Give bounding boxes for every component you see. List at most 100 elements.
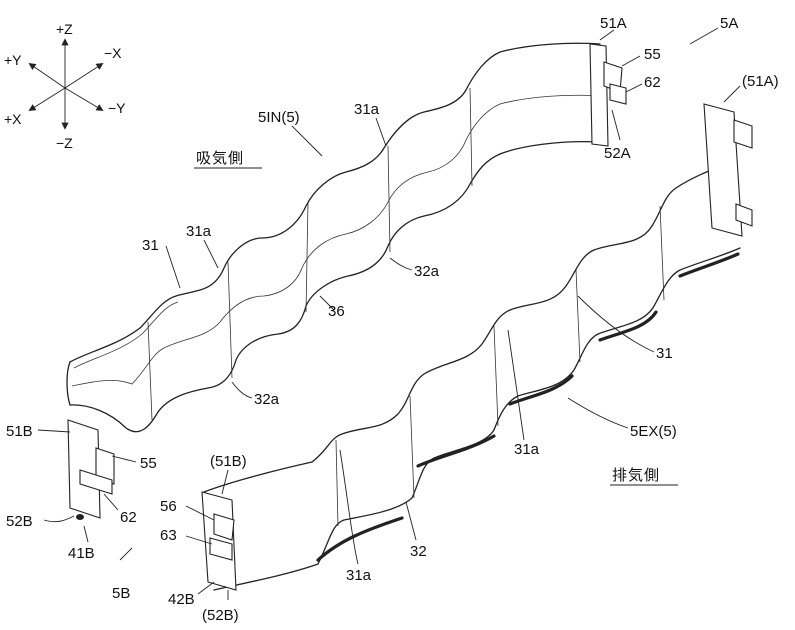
clip-rear-2 (735, 203, 753, 227)
reference-labels: 51A 55 62 52A 5A (51A) 5IN(5) 31a 31a 31… (6, 15, 779, 624)
axis-label-pz: +Z (56, 21, 73, 37)
axis-arrow-py (28, 62, 66, 89)
intake-plate-inner-top (73, 301, 179, 369)
exhaust-plate (201, 103, 753, 591)
label-52B-paren: (52B) (202, 607, 239, 624)
leader-62a (625, 83, 643, 93)
leader-5IN (291, 125, 323, 157)
axis-label-py: +Y (4, 52, 22, 68)
clip-63 (209, 537, 233, 561)
label-31a-left: 31a (186, 223, 212, 240)
leader-51Bp (221, 469, 229, 495)
clip-55-left (95, 447, 115, 485)
axis-label-mz: −Z (56, 135, 73, 151)
label-31a-right: 31a (514, 441, 540, 458)
label-63: 63 (160, 527, 177, 544)
label-32: 32 (410, 543, 427, 560)
leader-52B (43, 515, 75, 523)
leader-41B (83, 525, 89, 543)
label-62-left: 62 (120, 509, 137, 526)
leader-31a-1 (375, 117, 387, 147)
intake-left-end (66, 361, 71, 406)
axis-label-mx: −X (104, 45, 122, 61)
axis-label-px: +X (4, 111, 22, 127)
leader-31a-2 (203, 239, 219, 269)
intake-fold-line-2 (227, 261, 233, 379)
exhaust-plate-lower-rim (316, 252, 740, 562)
intake-plate-rib (71, 94, 601, 387)
intake-fold-line-4 (387, 145, 391, 253)
intake-plate-top-edge (69, 42, 601, 363)
label-52A: 52A (604, 145, 631, 162)
leader-55b (111, 455, 137, 463)
leader-42B (197, 581, 215, 595)
leader-56 (185, 505, 215, 521)
label-31-left: 31 (142, 237, 159, 254)
label-5A: 5A (720, 15, 738, 32)
label-55-right: 55 (644, 46, 661, 63)
label-31a-upper: 31a (354, 101, 380, 118)
intake-fold-line-1 (147, 321, 153, 421)
label-32a-lower: 32a (254, 391, 280, 408)
leader-51B (37, 429, 71, 433)
label-5B: 5B (112, 585, 130, 602)
label-31-right: 31 (656, 345, 673, 362)
axis-arrow-my (64, 87, 104, 111)
label-42B: 42B (168, 591, 195, 608)
end-plate-51B (67, 419, 101, 519)
label-51A: 51A (600, 15, 627, 32)
caption-intake-side: 吸気側 (196, 149, 244, 167)
leader-31-left (165, 245, 181, 289)
leader-52A (611, 109, 621, 141)
label-5EX: 5EX(5) (630, 423, 677, 440)
leader-36 (319, 295, 335, 311)
label-5IN: 5IN(5) (258, 109, 300, 126)
axis-arrow-px (28, 87, 66, 111)
end-plate-51A (589, 43, 609, 147)
axis-label-my: −Y (108, 100, 126, 116)
leader-5B (119, 547, 133, 561)
leader-31a-4 (339, 449, 359, 565)
leader-62b (103, 493, 119, 511)
exhaust-fold-line-3 (493, 325, 499, 427)
leader-5EX (567, 397, 629, 429)
intake-plate-bottom-edge (69, 153, 501, 433)
label-52B: 52B (6, 513, 33, 530)
label-31a-lower: 31a (346, 567, 372, 584)
exhaust-fold-line-2 (409, 395, 415, 499)
label-62-right: 62 (644, 74, 661, 91)
clip-62-right (609, 83, 627, 105)
label-56: 56 (160, 498, 177, 515)
clip-62-left (79, 469, 113, 495)
label-55-left: 55 (140, 455, 157, 472)
intake-fold-line-5 (469, 87, 473, 187)
label-32a-upper: 32a (414, 263, 440, 280)
leader-lines (37, 27, 741, 600)
intake-plate (66, 42, 627, 520)
leader-32 (405, 501, 417, 541)
exhaust-fold-line-1 (335, 439, 339, 527)
intake-fold-line-3 (305, 201, 309, 313)
exhaust-fold-line-5 (659, 205, 665, 301)
leader-51A (599, 29, 615, 41)
leader-5A (689, 27, 719, 45)
leader-31a-3 (507, 329, 525, 441)
end-plate-51A-rear (703, 103, 743, 237)
axis-indicator: +Z +Y −X +X −Y −Z (4, 21, 126, 151)
leader-63 (185, 535, 213, 545)
label-51B: 51B (6, 423, 33, 440)
label-51B-paren: (51B) (210, 453, 247, 470)
leader-32a-1 (389, 257, 413, 271)
leader-51Ap (723, 85, 741, 103)
exhaust-fold-line-4 (575, 269, 581, 363)
exhaust-plate-bottom-edge (213, 247, 741, 591)
hole-52B (76, 514, 84, 520)
axis-arrow-mx (64, 63, 104, 89)
leader-31-right (577, 295, 655, 353)
exhaust-plate-top-edge (203, 159, 737, 493)
clip-rear-1 (733, 119, 753, 149)
clip-56 (213, 513, 235, 541)
leader-32a-2 (231, 381, 253, 399)
label-36: 36 (328, 303, 345, 320)
